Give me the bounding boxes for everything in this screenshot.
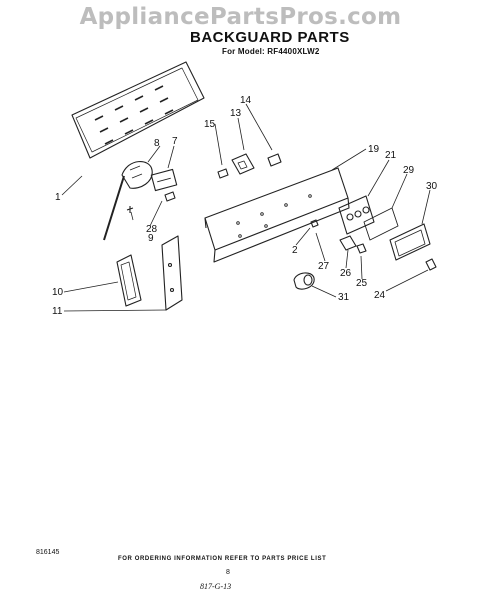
- callout-label: 15: [204, 119, 216, 130]
- knob-24: [425, 258, 437, 271]
- model-subtitle: For Model: RF4400XLW2: [222, 47, 320, 56]
- control-panel: [204, 167, 350, 263]
- callout-label: 2: [292, 245, 298, 256]
- page-title: BACKGUARD PARTS: [190, 29, 350, 46]
- callout-label: 7: [172, 136, 178, 147]
- callout-label: 26: [340, 268, 352, 279]
- callout-label: 29: [403, 165, 415, 176]
- figure-number: 816145: [36, 549, 60, 556]
- callout-label: 25: [356, 278, 368, 289]
- callout-label: 19: [368, 144, 380, 155]
- callout-label: 28: [146, 224, 158, 235]
- handwritten-code: 817-G-13: [200, 582, 232, 591]
- callout-label: 10: [52, 287, 64, 298]
- knob-25: [356, 243, 367, 254]
- callout-label: 24: [374, 290, 386, 301]
- screw-9: [126, 206, 134, 213]
- callout-label: 8: [154, 138, 160, 149]
- screw-15: [217, 168, 229, 179]
- callout-label: 30: [426, 181, 438, 192]
- lens-frame: [116, 254, 142, 307]
- backguard-panel: [71, 61, 205, 159]
- page-number: 8: [226, 569, 230, 576]
- knob-26: [339, 235, 357, 251]
- trim-plate-21: [338, 195, 375, 235]
- switch-13: [231, 153, 255, 175]
- callout-label: 21: [385, 150, 397, 161]
- side-bracket: [161, 235, 183, 311]
- callout-label: 9: [148, 233, 154, 244]
- lens-30: [389, 223, 431, 261]
- socket: [150, 168, 178, 192]
- callout-label: 11: [52, 306, 63, 317]
- callout-label: 27: [318, 261, 330, 272]
- callout-label: 31: [338, 292, 350, 303]
- clock-timer: [103, 161, 153, 241]
- screw-2: [310, 219, 319, 228]
- trim-29: [363, 207, 399, 241]
- clip-14: [267, 153, 282, 167]
- screw-28: [164, 191, 176, 202]
- knob-31: [293, 272, 315, 290]
- callout-label: 14: [240, 95, 252, 106]
- callout-label: 13: [230, 108, 242, 119]
- ordering-note: FOR ORDERING INFORMATION REFER TO PARTS …: [118, 556, 327, 562]
- watermark: AppliancePartsPros.com: [79, 4, 402, 30]
- callout-label: 1: [55, 192, 61, 203]
